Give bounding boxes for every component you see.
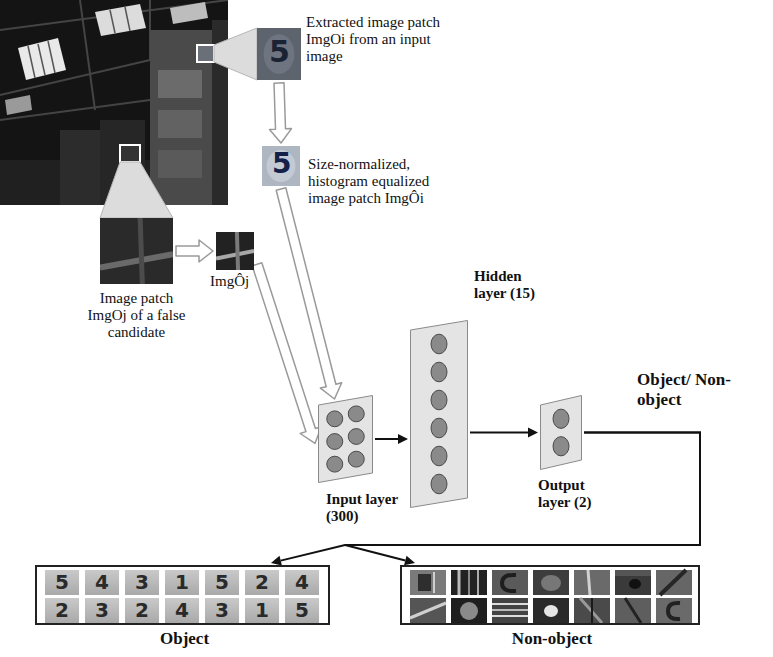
patch-caption: Size-normalized, histogram equalized ima… xyxy=(308,156,448,207)
layer-panel xyxy=(318,395,373,483)
digit-tile: 1 xyxy=(165,570,199,595)
digit-tile: 2 xyxy=(245,570,279,595)
hidden-layer: Hidden layer (15) xyxy=(410,320,468,508)
digit-tile: 2 xyxy=(45,598,79,623)
layer-panel xyxy=(410,320,468,508)
layer-label: Input layer (300) xyxy=(326,491,408,525)
digit-tile: 2 xyxy=(125,598,159,623)
layer-label: Hidden layer (15) xyxy=(474,268,554,302)
digit-tile: 5 xyxy=(45,570,79,595)
digit-tile: 3 xyxy=(205,598,239,623)
input-layer: Input layer (300) xyxy=(318,395,373,483)
digit-tile: 5 xyxy=(205,570,239,595)
patch-caption: ImgÔj xyxy=(210,273,280,290)
hollow-arrow xyxy=(270,83,292,143)
layer-label: Output layer (2) xyxy=(538,477,608,511)
digit-tile: 4 xyxy=(165,598,199,623)
digit-tile: 3 xyxy=(125,570,159,595)
normalized-false-patch: ImgÔj xyxy=(216,232,254,270)
false-candidate-patch: Image patch ImgOj of a false candidate xyxy=(100,218,173,284)
patch-image xyxy=(100,218,173,284)
box-caption: Object xyxy=(37,629,332,649)
non-object-tiles xyxy=(410,570,692,623)
hollow-arrow xyxy=(252,263,321,444)
output-layer: Output layer (2) xyxy=(540,395,582,470)
warehouse-photo xyxy=(0,0,228,205)
hollow-arrow xyxy=(176,240,213,262)
flow-arrow xyxy=(470,428,538,438)
digit-tile: 5 xyxy=(285,598,319,623)
patch-image xyxy=(216,232,254,270)
patch-digit: 5 xyxy=(272,148,291,179)
digit-tile: 4 xyxy=(285,570,319,595)
digit-tile: 1 xyxy=(245,598,279,623)
zoom-leader xyxy=(214,28,257,80)
digit-tile: 4 xyxy=(85,570,119,595)
digit-tile: 3 xyxy=(85,598,119,623)
box-caption: Non-object xyxy=(402,629,702,649)
layer-panel xyxy=(540,395,582,470)
output-label: Object/ Non-object xyxy=(637,370,732,410)
flow-arrow xyxy=(345,433,700,566)
patch-caption: Extracted image patch ImgOi from an inpu… xyxy=(306,14,466,65)
patch-digit: 5 xyxy=(269,35,290,68)
non-object-box: Non-object xyxy=(400,565,700,625)
flow-arrow xyxy=(375,434,408,444)
zoom-leader xyxy=(100,162,173,218)
patch-caption: Image patch ImgOj of a false candidate xyxy=(84,290,189,341)
